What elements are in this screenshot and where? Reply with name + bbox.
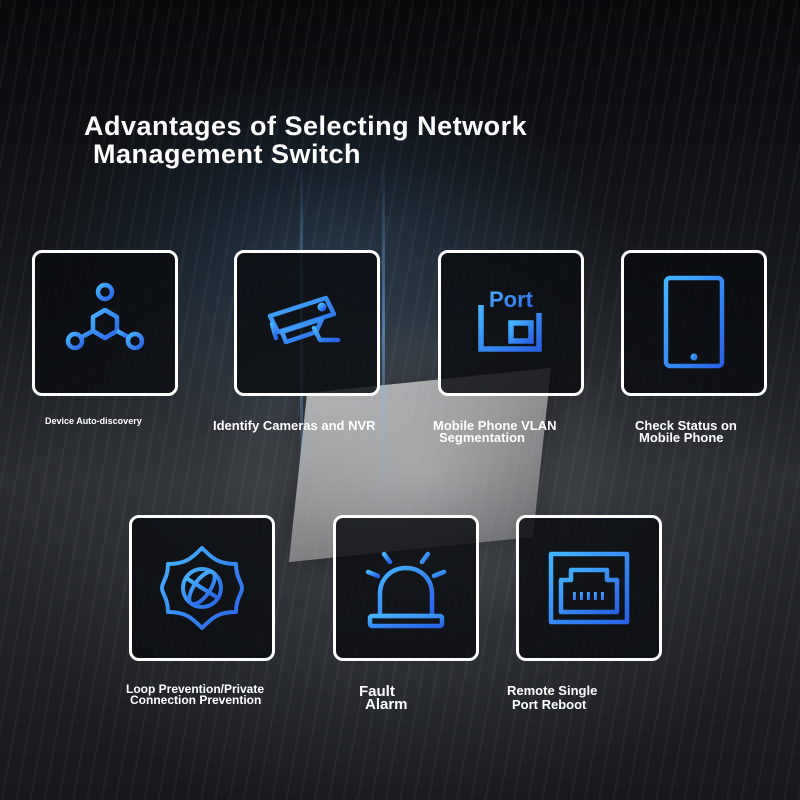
feature-card-device-auto-discovery — [32, 250, 178, 396]
feature-label: Identify Cameras and NVR — [213, 418, 376, 433]
feature-card-remote-port-reboot — [516, 515, 662, 661]
alarm-light-icon — [365, 543, 447, 629]
feature-label: Remote Single Port Reboot — [507, 683, 598, 712]
port-icon-text: Port — [489, 287, 534, 312]
security-camera-icon — [267, 295, 343, 355]
page-title: Advantages of Selecting Network Manageme… — [84, 112, 527, 168]
feature-label: Fault Alarm — [359, 683, 408, 713]
globe-shield-icon — [160, 546, 244, 630]
title-line-1: Advantages of Selecting Network — [84, 111, 528, 141]
title-line-2: Management Switch — [93, 139, 362, 169]
feature-card-fault-alarm — [333, 515, 479, 661]
feature-label: Device Auto-discovery — [45, 416, 142, 426]
mobile-phone-icon — [663, 275, 725, 369]
feature-card-mobile-status — [621, 250, 767, 396]
feature-label: Mobile Phone VLAN Segmentation — [433, 418, 557, 445]
feature-card-vlan-segmentation: Port — [438, 250, 584, 396]
light-beam — [382, 160, 385, 500]
hub-network-icon — [65, 282, 145, 351]
ethernet-port-icon — [548, 551, 630, 625]
feature-label: Loop Prevention/Private Connection Preve… — [126, 682, 265, 707]
port-icon: Port — [478, 287, 542, 352]
feature-card-loop-prevention — [129, 515, 275, 661]
feature-label: Check Status on Mobile Phone — [635, 418, 737, 445]
feature-card-identify-cameras — [234, 250, 380, 396]
